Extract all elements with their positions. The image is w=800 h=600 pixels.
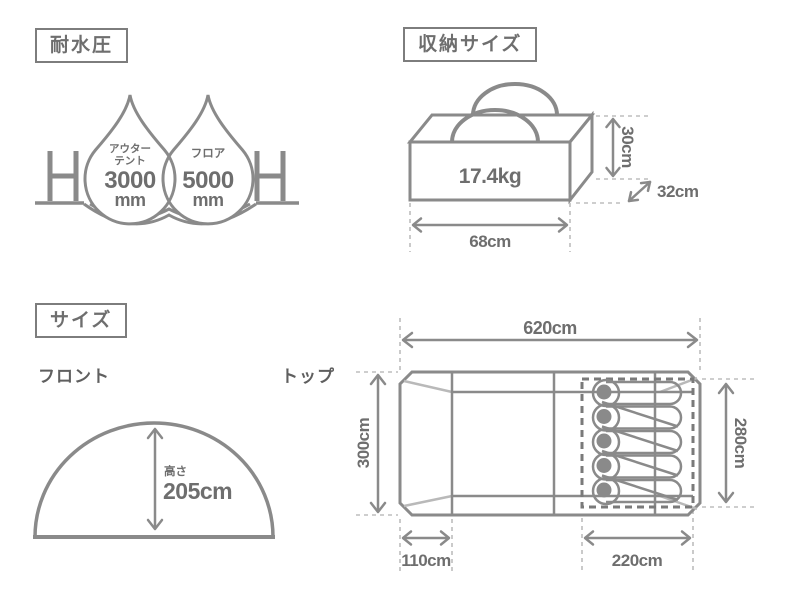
sleeping-area-outline (580, 377, 695, 509)
bag-height-arrow (605, 117, 621, 178)
storage-bag-icon (406, 82, 596, 205)
bag-depth-label: 32cm (657, 182, 699, 201)
guide-dash (409, 115, 648, 252)
bag-handle-icon (450, 108, 540, 143)
floor-unit: mm (192, 190, 223, 210)
bag-height-label: 30cm (618, 126, 637, 168)
outer-tent-unit: mm (114, 190, 145, 210)
storage-size-header: 収納サイズ (403, 27, 538, 62)
outer-tent-label-line2: テント (114, 155, 146, 167)
bag-handle-icon (471, 82, 559, 116)
tent-height-arrow (146, 427, 164, 531)
storage-size-header-label: 収納サイズ (418, 34, 523, 55)
outer-tent-label-line1: アウター (109, 143, 151, 155)
outer-tent-value: 3000 (104, 167, 156, 194)
inner-width-arrow (583, 530, 692, 546)
water-column-icon (254, 151, 286, 201)
floor-label: フロア (191, 147, 226, 160)
front-section-label: 110cm (401, 551, 451, 570)
inner-frame-line (452, 390, 693, 498)
storage-diagram: 17.4kg 30cm 32cm 68c (406, 82, 699, 252)
total-depth-label: 300cm (354, 417, 373, 468)
bag-weight-label: 17.4kg (459, 165, 521, 188)
bag-width-label: 68cm (469, 232, 511, 251)
total-width-label: 620cm (523, 318, 577, 338)
height-caption: 高さ (164, 464, 187, 478)
top-view-label: トップ (281, 367, 335, 386)
front-view-label: フロント (38, 367, 110, 386)
water-resistance-header: 耐水圧 (35, 28, 129, 63)
size-header: サイズ (35, 303, 128, 338)
inner-width-label: 220cm (612, 551, 663, 570)
height-value: 205cm (163, 478, 232, 504)
sleeping-bag-fold-line (601, 400, 679, 502)
water-column-icon (47, 151, 79, 201)
top-view-diagram: 620cm 300cm 280cm 110cm (354, 318, 757, 572)
guide-dash (356, 318, 757, 572)
inner-depth-label: 280cm (731, 418, 750, 469)
total-depth-arrow (369, 373, 387, 514)
size-header-label: サイズ (50, 310, 113, 331)
water-resistance-header-label: 耐水圧 (50, 35, 114, 56)
total-width-arrow (401, 331, 699, 349)
front-view-diagram: 高さ 205cm (33, 421, 275, 539)
corner-slant-line (403, 376, 698, 511)
bag-depth-arrow (627, 180, 652, 203)
inner-depth-arrow (717, 382, 735, 504)
water-resistance-diagram: アウター テント 3000 mm フロア 5000 mm (35, 94, 299, 226)
sleeping-bag-icon (591, 476, 683, 506)
tent-dome-icon (33, 421, 275, 538)
water-drop-icon (83, 94, 255, 226)
floor-value: 5000 (182, 167, 234, 194)
bag-width-arrow (411, 217, 569, 233)
front-section-arrow (401, 530, 451, 546)
